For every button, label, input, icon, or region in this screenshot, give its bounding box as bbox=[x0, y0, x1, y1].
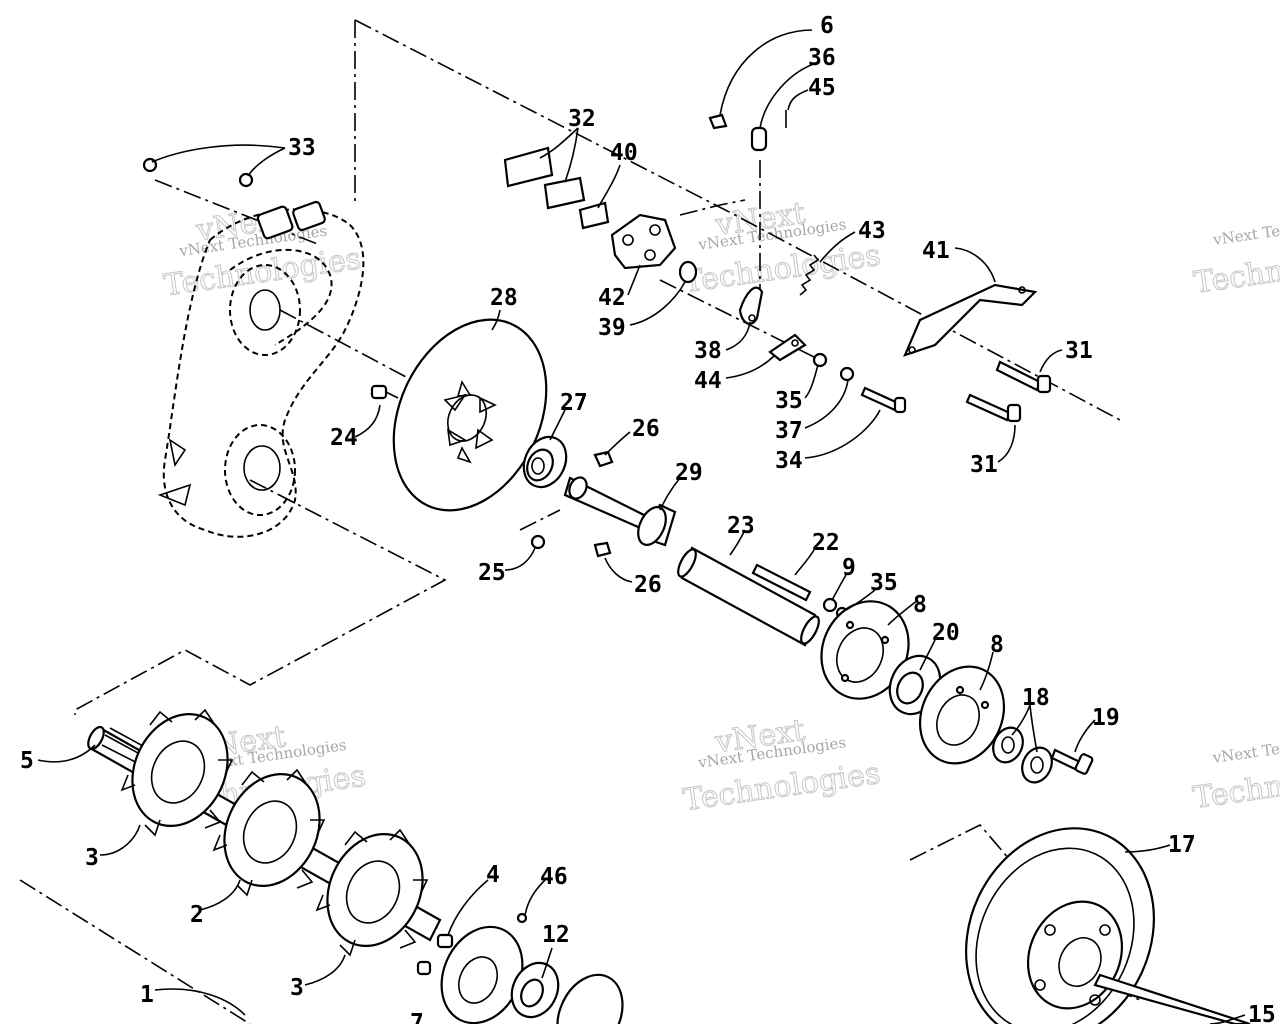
callout-28: 28 bbox=[490, 285, 518, 311]
callout-1: 1 bbox=[140, 982, 154, 1008]
part-26-key bbox=[593, 450, 614, 558]
part-8-flange bbox=[820, 600, 910, 700]
part-8-flange bbox=[918, 665, 1006, 765]
callout-18: 18 bbox=[1022, 685, 1050, 711]
callout-43: 43 bbox=[858, 218, 886, 244]
part-29-shaft bbox=[563, 476, 677, 547]
callout-3: 3 bbox=[290, 975, 304, 1001]
part-42-caliper bbox=[610, 213, 677, 270]
callout-6: 6 bbox=[820, 13, 834, 39]
part-18-washer bbox=[992, 726, 1053, 784]
callout-20: 20 bbox=[932, 620, 960, 646]
callout-12: 12 bbox=[542, 922, 570, 948]
callout-34: 34 bbox=[775, 448, 803, 474]
part-23-shaft bbox=[677, 546, 820, 647]
part-28-brake-disc bbox=[392, 318, 548, 512]
part-37-nut bbox=[839, 366, 855, 382]
callout-7: 7 bbox=[410, 1010, 424, 1024]
callout-31: 31 bbox=[1065, 338, 1093, 364]
callout-19: 19 bbox=[1092, 705, 1120, 731]
callout-42: 42 bbox=[598, 285, 626, 311]
part-39-spacer bbox=[678, 260, 698, 284]
center-lines bbox=[19, 19, 1141, 1024]
part-38-lever bbox=[738, 286, 764, 325]
callout-26: 26 bbox=[634, 572, 662, 598]
callout-17: 17 bbox=[1168, 832, 1196, 858]
callout-36: 36 bbox=[808, 45, 836, 71]
callout-32: 32 bbox=[568, 106, 596, 132]
callout-2: 2 bbox=[190, 902, 204, 928]
part-35-washer bbox=[812, 352, 828, 368]
part-31-bolt bbox=[965, 360, 1052, 423]
part-17-pulley bbox=[965, 827, 1251, 1024]
callout-35: 35 bbox=[870, 570, 898, 596]
callout-25: 25 bbox=[478, 560, 506, 586]
callout-31: 31 bbox=[970, 452, 998, 478]
callout-40: 40 bbox=[610, 140, 638, 166]
part-34-bolt bbox=[860, 386, 907, 414]
part-33-nut bbox=[142, 157, 254, 188]
part-4-bolt bbox=[436, 933, 454, 949]
callout-29: 29 bbox=[675, 460, 703, 486]
part-3-sprocket bbox=[120, 708, 234, 837]
leader-lines bbox=[37, 29, 1246, 1024]
callout-39: 39 bbox=[598, 315, 626, 341]
part-24-bolt bbox=[370, 384, 399, 400]
part-40-shim bbox=[578, 201, 610, 230]
callout-35: 35 bbox=[775, 388, 803, 414]
callout-labels: 6 36 45 33 32 40 43 41 28 42 39 38 44 31… bbox=[20, 13, 1276, 1024]
callout-9: 9 bbox=[842, 555, 856, 581]
callout-8: 8 bbox=[990, 632, 1004, 658]
part-32-brake-pad bbox=[503, 146, 586, 210]
part-3-sprocket bbox=[315, 828, 429, 957]
chaincase-housing bbox=[157, 200, 365, 538]
part-2-sprocket bbox=[212, 768, 326, 897]
callout-5: 5 bbox=[20, 748, 34, 774]
callout-33: 33 bbox=[288, 135, 316, 161]
callout-45: 45 bbox=[808, 75, 836, 101]
part-22-key bbox=[751, 563, 812, 602]
callout-8: 8 bbox=[913, 592, 927, 618]
part-19-bolt bbox=[1050, 748, 1094, 775]
part-27-bearing-flange bbox=[522, 435, 568, 489]
callout-15: 15 bbox=[1248, 1002, 1276, 1024]
watermark-text: Technologies bbox=[1192, 239, 1280, 301]
callout-27: 27 bbox=[560, 390, 588, 416]
part-6-pin bbox=[708, 113, 728, 130]
callout-26: 26 bbox=[632, 416, 660, 442]
part-7-nut bbox=[416, 960, 432, 976]
part-43-spring bbox=[799, 254, 820, 296]
part-25-nut bbox=[530, 534, 546, 550]
callout-4: 4 bbox=[486, 862, 500, 888]
callout-44: 44 bbox=[694, 368, 722, 394]
callout-22: 22 bbox=[812, 530, 840, 556]
callout-46: 46 bbox=[540, 864, 568, 890]
callout-24: 24 bbox=[330, 425, 358, 451]
part-9-nut bbox=[822, 597, 838, 613]
part-41-bracket bbox=[903, 283, 1038, 357]
part-44-link bbox=[768, 333, 807, 362]
watermark-text: vNext Technologies bbox=[1211, 210, 1280, 249]
callout-38: 38 bbox=[694, 338, 722, 364]
watermark-text: vNext Technologies bbox=[1211, 728, 1280, 767]
flange bbox=[556, 973, 624, 1024]
callout-41: 41 bbox=[922, 238, 950, 264]
callout-23: 23 bbox=[727, 513, 755, 539]
callout-37: 37 bbox=[775, 418, 803, 444]
part-36-clevis bbox=[750, 126, 768, 152]
callout-3: 3 bbox=[85, 845, 99, 871]
